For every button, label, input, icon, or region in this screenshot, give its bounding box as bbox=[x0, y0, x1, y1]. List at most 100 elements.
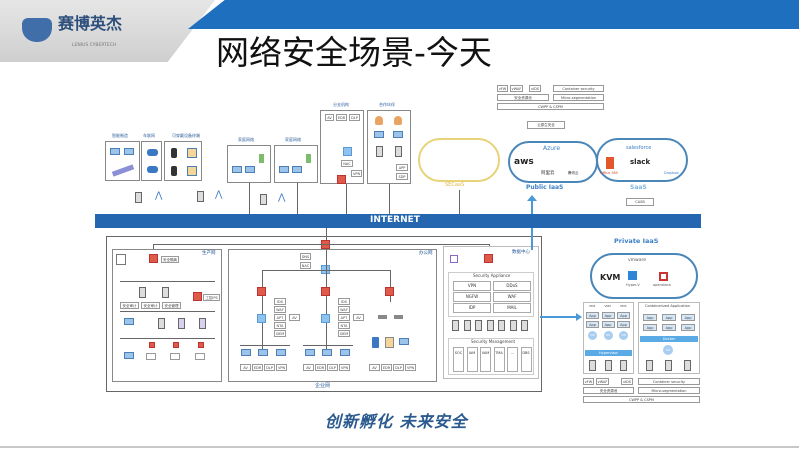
firewall-icon bbox=[484, 254, 493, 263]
plc-icon bbox=[170, 353, 180, 360]
link-line bbox=[262, 270, 263, 356]
firewall-icon bbox=[149, 342, 155, 348]
app-box: App bbox=[617, 312, 630, 319]
server-icon bbox=[665, 360, 672, 371]
server-rack bbox=[452, 320, 532, 333]
server-icon bbox=[395, 146, 402, 157]
app-box: App bbox=[662, 324, 676, 331]
os-icon: OS bbox=[588, 331, 597, 340]
server-icon bbox=[521, 320, 528, 331]
endpoint-tag: VPN bbox=[276, 364, 287, 371]
endpoint-tag: AV bbox=[303, 364, 314, 371]
aliyun-logo: 阿里云 bbox=[541, 171, 555, 176]
pi-tag: vWAF bbox=[596, 378, 609, 385]
pi-tag: Container security bbox=[638, 378, 700, 385]
gateway-tag: 安全隔离 bbox=[161, 256, 179, 263]
server-icon bbox=[376, 146, 383, 157]
saas-cloud bbox=[596, 138, 688, 182]
endpoint-tag: AV bbox=[369, 364, 380, 371]
car-icon bbox=[147, 149, 158, 156]
factory-icon bbox=[116, 254, 126, 265]
tablet-icon bbox=[187, 166, 197, 176]
audit-tag: 安全审计 bbox=[120, 302, 139, 309]
bus-line bbox=[120, 338, 215, 339]
laptop-icon bbox=[399, 338, 409, 345]
wifi-icon: ⋀ bbox=[278, 193, 286, 203]
company-name: 赛博英杰 bbox=[58, 14, 123, 33]
appliance-waf: WAF bbox=[493, 292, 531, 302]
phone-icon bbox=[372, 337, 379, 348]
link-line bbox=[346, 184, 347, 214]
mgmt-item: VAM bbox=[480, 347, 491, 372]
pc-icon bbox=[374, 131, 384, 138]
server-icon bbox=[260, 194, 267, 205]
vm-label: VM1 bbox=[589, 304, 596, 308]
partner-label: 合作伙伴 bbox=[379, 102, 395, 107]
plc-icon bbox=[146, 353, 156, 360]
container-title: Containerized Application bbox=[645, 304, 690, 308]
openstack-logo: openstack bbox=[653, 283, 672, 287]
app-box: App bbox=[681, 324, 695, 331]
app-box: App bbox=[586, 321, 599, 328]
secaas-label: SECaaS bbox=[445, 182, 465, 188]
appliance-idp: IDP bbox=[453, 303, 491, 313]
server-icon bbox=[604, 360, 612, 371]
iot-wearables bbox=[164, 141, 202, 181]
server-icon bbox=[646, 360, 653, 371]
openstack-icon bbox=[659, 272, 668, 281]
server-icon bbox=[589, 360, 596, 371]
server-icon bbox=[139, 287, 146, 298]
pc-icon bbox=[305, 349, 315, 356]
side-tag: WAF bbox=[274, 306, 286, 313]
pi-tag: CWPP & CSPM bbox=[583, 396, 700, 403]
os-icon: OS bbox=[619, 331, 628, 340]
laptop-icon bbox=[292, 166, 302, 173]
audit-tag: 安全管理 bbox=[162, 302, 181, 309]
phone-icon bbox=[259, 154, 264, 163]
building-icon bbox=[450, 255, 458, 263]
company-name-en: LENIUS CYBERTECH bbox=[72, 43, 117, 48]
app-box: App bbox=[586, 312, 599, 319]
side-tag: SIEM bbox=[274, 330, 286, 337]
server-icon bbox=[684, 360, 691, 371]
private-cloud-stack: vFW vWAF vIDS Container security 安全资源池 M… bbox=[583, 378, 700, 408]
vmware-logo: vmware bbox=[628, 258, 647, 263]
mgmt-item: ... bbox=[507, 347, 518, 372]
branch-tag: DLP bbox=[349, 114, 360, 121]
user-icon bbox=[375, 116, 383, 125]
slack-logo: slack bbox=[630, 158, 651, 166]
endpoint-tag: EDR bbox=[252, 364, 263, 371]
home-network-2-label: 家庭网络 bbox=[285, 137, 301, 142]
server-icon bbox=[475, 320, 482, 331]
app-box: App bbox=[662, 314, 676, 321]
side-tag: SIEM bbox=[338, 330, 350, 337]
appliance-mail: MAIL bbox=[493, 303, 531, 313]
device-icon bbox=[199, 318, 206, 329]
appliance-ngfw: NGFW bbox=[453, 292, 491, 302]
endpoint-tag: AV bbox=[240, 364, 251, 371]
branch-tag: EDR bbox=[336, 114, 347, 121]
wifi-icon: ⋀ bbox=[155, 191, 163, 201]
side-tag: NTA bbox=[274, 322, 286, 329]
windows-icon bbox=[628, 271, 637, 280]
hypervisor-bar: Hypervisor bbox=[585, 350, 632, 356]
endpoint-tag: DLP bbox=[393, 364, 404, 371]
vm-label: VM2 bbox=[604, 304, 612, 308]
branch-tag: NAC bbox=[341, 160, 353, 167]
camera-icon bbox=[111, 164, 135, 177]
partner: APP SDP bbox=[367, 110, 411, 184]
enterprise-label: 企业网 bbox=[315, 383, 331, 389]
core-switch-icon bbox=[321, 265, 330, 274]
cn-tag: CWPP & CSPM bbox=[497, 103, 604, 110]
endpoint-tag: VPN bbox=[405, 364, 416, 371]
cn-tag: vWAF bbox=[510, 85, 523, 92]
pc-icon bbox=[340, 349, 350, 356]
app-box: App bbox=[617, 321, 630, 328]
tablet-icon bbox=[385, 337, 394, 348]
production-label: 生产网 bbox=[202, 251, 216, 256]
watch-icon bbox=[171, 148, 177, 158]
link-line bbox=[249, 183, 250, 214]
endpoint-tag: EDR bbox=[315, 364, 326, 371]
dropbox-logo: Dropbox bbox=[664, 171, 679, 175]
pi-tag: Micro-segmentation bbox=[638, 387, 700, 394]
